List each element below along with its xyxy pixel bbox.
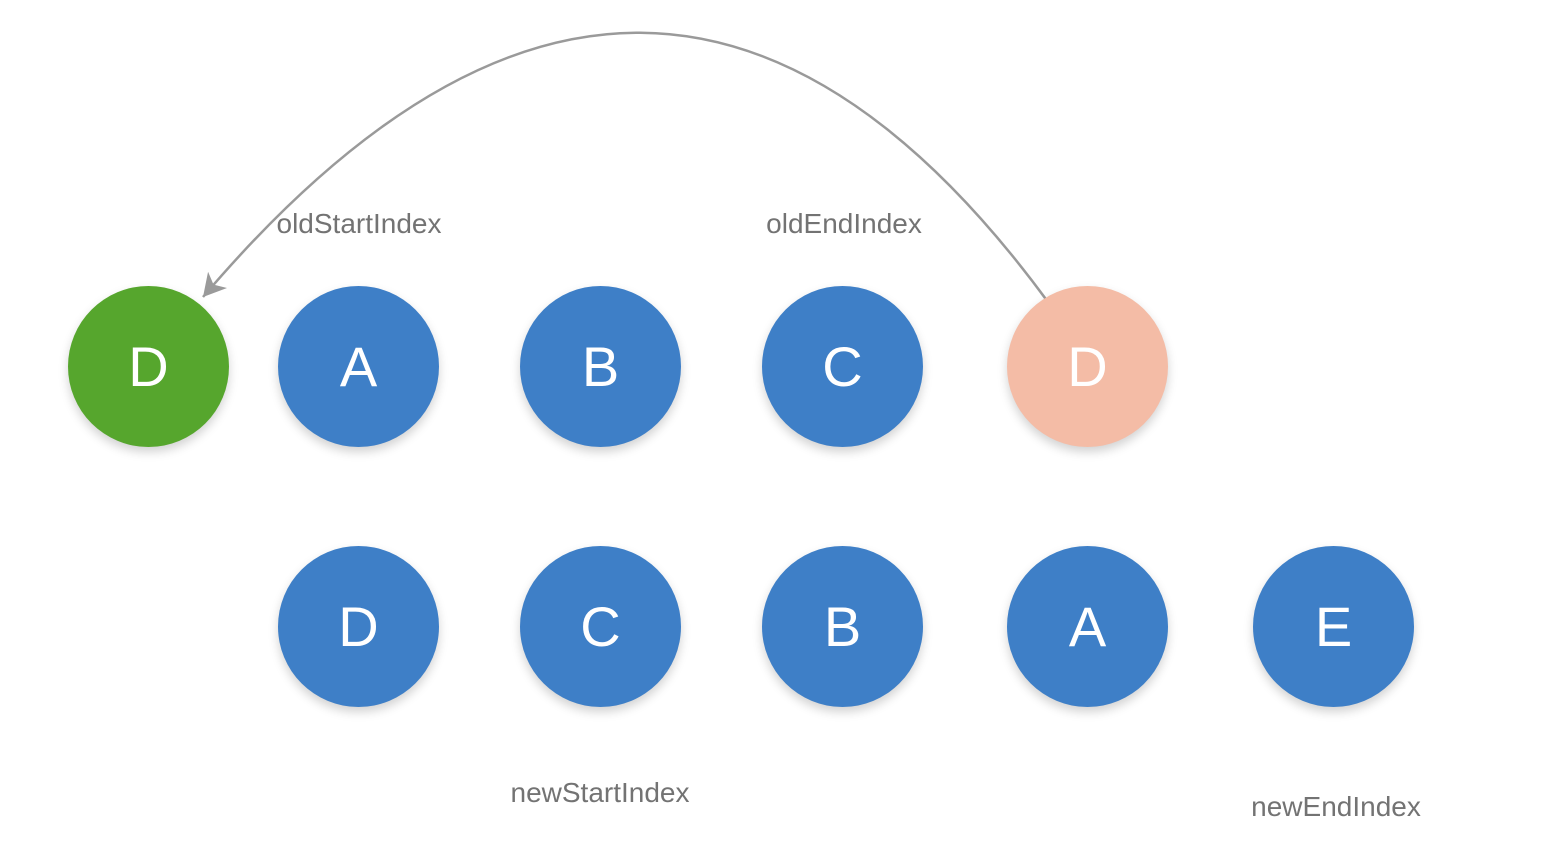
old-node-c: C <box>762 286 923 447</box>
move-arrow-path <box>202 31 1050 303</box>
new-node-b: B <box>762 546 923 707</box>
old-node-d-start: D <box>68 286 229 447</box>
new-node-a: A <box>1007 546 1168 707</box>
new-node-e: E <box>1253 546 1414 707</box>
label-old-start-index: oldStartIndex <box>276 208 442 239</box>
old-node-b: B <box>520 286 681 447</box>
old-node-a: A <box>278 286 439 447</box>
new-node-d: D <box>278 546 439 707</box>
label-new-start-index: newStartIndex <box>510 777 690 808</box>
old-node-d-end: D <box>1007 286 1168 447</box>
new-node-c: C <box>520 546 681 707</box>
label-new-end-index: newEndIndex <box>1251 791 1421 822</box>
label-old-end-index: oldEndIndex <box>766 208 922 239</box>
